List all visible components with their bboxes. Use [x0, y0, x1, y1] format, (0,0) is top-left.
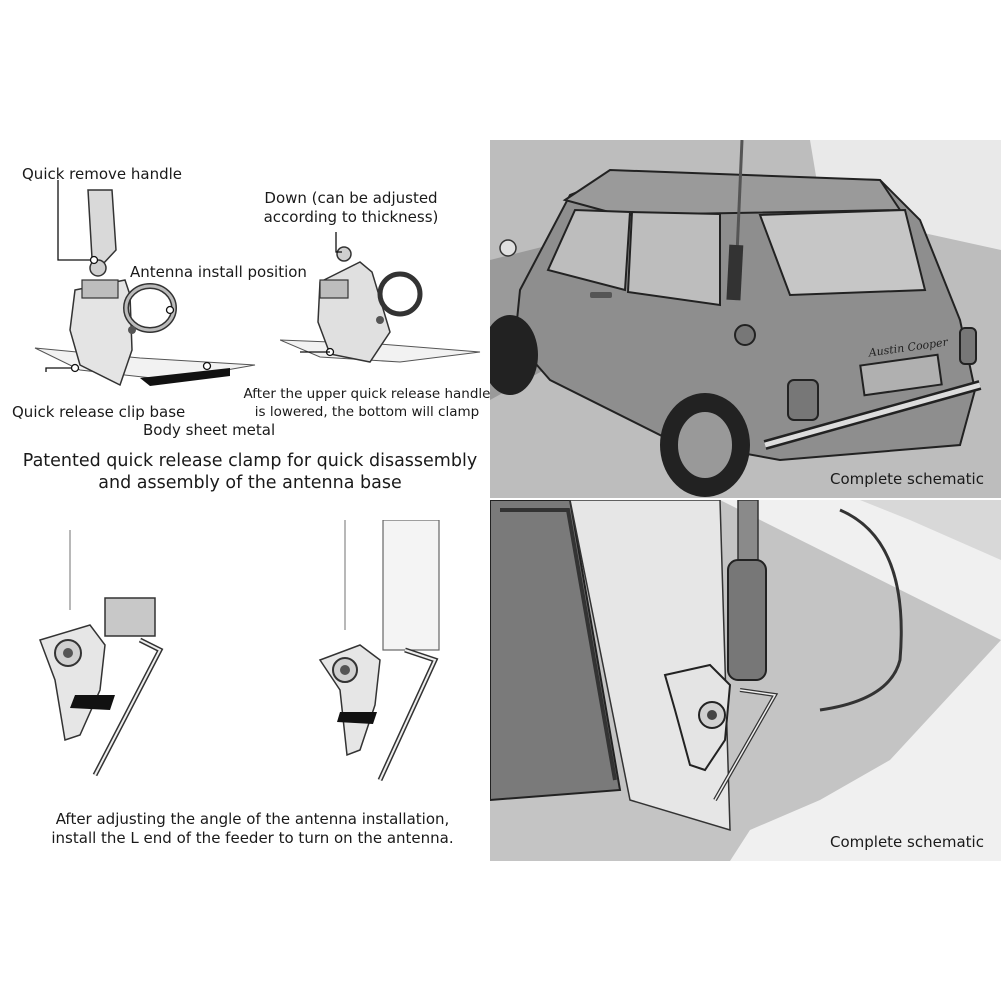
- label-quick-remove-handle: Quick remove handle: [22, 165, 183, 183]
- caption-schematic-top: Complete schematic: [830, 470, 984, 488]
- label-down-adjustable: Down (can be adjusted according to thick…: [256, 189, 446, 227]
- car-illustration: Austin Cooper: [490, 140, 1001, 498]
- label-body-sheet-metal: Body sheet metal: [143, 421, 276, 439]
- caption-adjust-angle: After adjusting the angle of the antenna…: [10, 810, 495, 848]
- label-quick-release-clip-base: Quick release clip base: [12, 403, 186, 421]
- caption-patented-line2: and assembly of the antenna base: [98, 473, 402, 493]
- caption-adjust-line1: After adjusting the angle of the antenna…: [55, 810, 450, 828]
- caption-patented-line1: Patented quick release clamp for quick d…: [22, 451, 478, 471]
- label-antenna-install-position: Antenna install position: [130, 263, 307, 281]
- label-after-upper-line1: After the upper quick release handle: [243, 386, 491, 402]
- label-after-upper-line2: is lowered, the bottom will clamp: [254, 404, 480, 420]
- schematic-panel-top: Austin Cooper Complete schematic: [490, 140, 1001, 498]
- label-down-line2: according to thickness): [263, 208, 439, 226]
- schematic-panel-bottom: Complete schematic: [490, 500, 1001, 861]
- label-after-upper-handle: After the upper quick release handle is …: [240, 385, 494, 421]
- mount-diagram-left: [39, 530, 164, 777]
- caption-adjust-line2: install the L end of the feeder to turn …: [51, 829, 454, 847]
- mount-diagram-right: [318, 520, 440, 782]
- clamp-diagram-left: [34, 180, 256, 387]
- caption-schematic-bottom: Complete schematic: [830, 833, 984, 851]
- antenna-closeup-illustration: [490, 500, 1001, 861]
- label-down-line1: Down (can be adjusted: [264, 189, 438, 207]
- caption-patented-clamp: Patented quick release clamp for quick d…: [10, 450, 490, 494]
- clamp-diagram-right: [280, 232, 481, 363]
